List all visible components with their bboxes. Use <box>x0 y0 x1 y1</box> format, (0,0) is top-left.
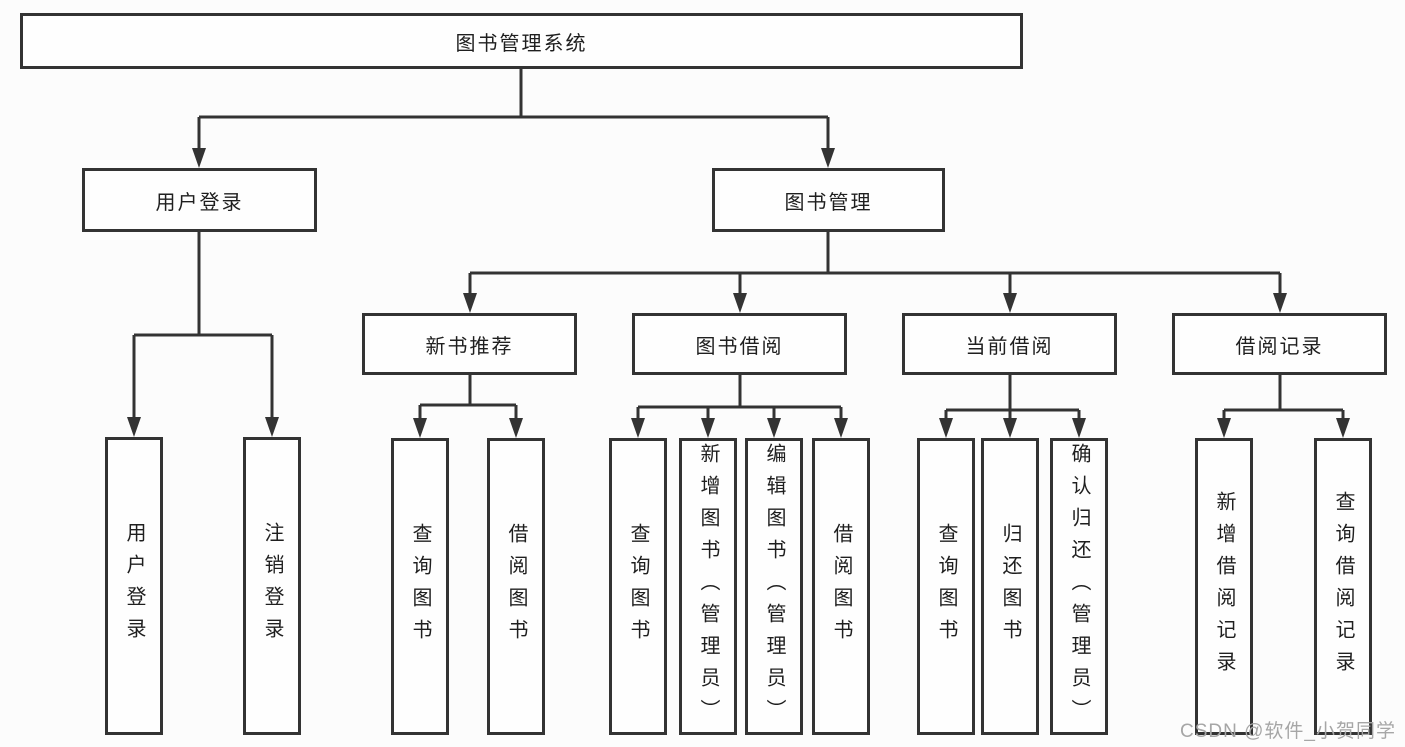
csdn-watermark: CSDN @软件_小贺同学 <box>1180 721 1396 742</box>
node-root-library-system: 图书管理系统 <box>20 13 1023 69</box>
leaf-add-books-admin: 新增图书（管理员） <box>679 438 737 735</box>
leaf-user-login: 用户登录 <box>105 437 163 735</box>
leaf-add-borrow-record: 新增借阅记录 <box>1195 438 1253 735</box>
node-label: 图书借阅 <box>695 335 784 358</box>
leaf-logout: 注销登录 <box>243 437 301 735</box>
node-label: 借阅图书 <box>830 522 852 651</box>
leaf-query-books-2: 查询图书 <box>609 438 667 735</box>
leaf-confirm-return-admin: 确认归还（管理员） <box>1050 438 1108 735</box>
node-book-management: 图书管理 <box>712 168 945 232</box>
node-label: 新增借阅记录 <box>1213 490 1235 683</box>
node-label: 注销登录 <box>261 522 283 650</box>
node-label: 新增图书（管理员） <box>697 442 719 731</box>
node-label: 新书推荐 <box>425 335 514 358</box>
leaf-edit-books-admin: 编辑图书（管理员） <box>745 438 803 735</box>
leaf-return-books: 归还图书 <box>981 438 1039 735</box>
leaf-query-books-3: 查询图书 <box>917 438 975 735</box>
node-label: 确认归还（管理员） <box>1068 442 1090 731</box>
node-label: 查询借阅记录 <box>1332 490 1354 683</box>
node-label: 查询图书 <box>935 522 957 651</box>
node-label: 当前借阅 <box>965 335 1054 358</box>
node-label: 用户登录 <box>155 191 244 214</box>
node-user-login: 用户登录 <box>82 168 317 232</box>
node-label: 图书管理系统 <box>455 32 588 55</box>
node-borrowing-records: 借阅记录 <box>1172 313 1387 375</box>
leaf-query-books-1: 查询图书 <box>391 438 449 735</box>
node-label: 图书管理 <box>784 191 873 214</box>
leaf-query-borrow-record: 查询借阅记录 <box>1314 438 1372 735</box>
node-label: 归还图书 <box>999 522 1021 651</box>
node-current-borrowing: 当前借阅 <box>902 313 1117 375</box>
node-new-book-recommend: 新书推荐 <box>362 313 577 375</box>
node-label: 编辑图书（管理员） <box>763 442 785 731</box>
node-label: 用户登录 <box>123 522 145 650</box>
node-label: 借阅图书 <box>505 522 527 651</box>
node-label: 查询图书 <box>409 522 431 651</box>
node-book-borrowing: 图书借阅 <box>632 313 847 375</box>
leaf-borrow-books-2: 借阅图书 <box>812 438 870 735</box>
node-label: 借阅记录 <box>1235 335 1324 358</box>
leaf-borrow-books-1: 借阅图书 <box>487 438 545 735</box>
node-label: 查询图书 <box>627 522 649 651</box>
